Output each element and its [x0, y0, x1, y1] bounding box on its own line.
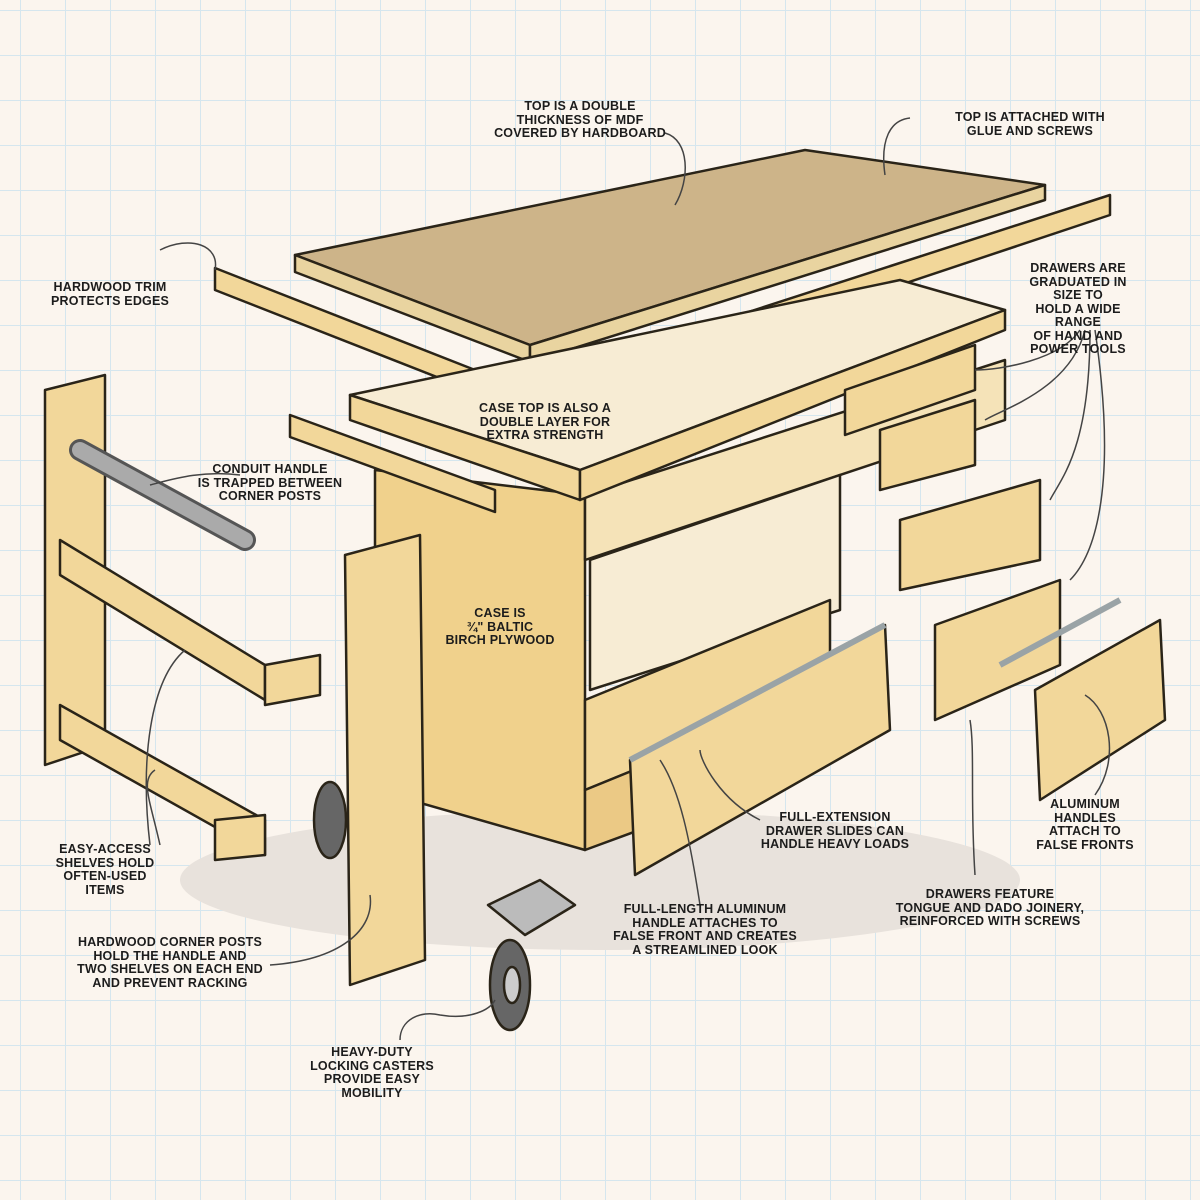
label-conduit: CONDUIT HANDLE IS TRAPPED BETWEEN CORNER… — [197, 462, 343, 503]
caster-back — [312, 780, 348, 860]
caster-front — [486, 878, 577, 1032]
label-top-double: TOP IS A DOUBLE THICKNESS OF MDF COVERED… — [494, 99, 666, 140]
label-aluminum-handles: ALUMINUM HANDLES ATTACH TO FALSE FRONTS — [1036, 797, 1134, 852]
label-full-extension: FULL-EXTENSION DRAWER SLIDES CAN HANDLE … — [760, 810, 910, 851]
label-case-top: CASE TOP IS ALSO A DOUBLE LAYER FOR EXTR… — [478, 401, 612, 442]
trim-left-case — [288, 413, 497, 514]
corner-post — [343, 533, 427, 987]
label-top-attached: TOP IS ATTACHED WITH GLUE AND SCREWS — [955, 110, 1105, 138]
label-case-is: CASE IS ¾" BALTIC BIRCH PLYWOOD — [445, 606, 555, 647]
label-casters: HEAVY-DUTY LOCKING CASTERS PROVIDE EASY … — [310, 1045, 434, 1100]
label-easy-access: EASY-ACCESS SHELVES HOLD OFTEN-USED ITEM… — [55, 842, 155, 897]
label-hardwood-trim: HARDWOOD TRIM PROTECTS EDGES — [50, 280, 170, 308]
leader-lines — [145, 117, 1111, 1041]
label-drawers-graduated: DRAWERS ARE GRADUATED IN SIZE TO HOLD A … — [1029, 261, 1127, 356]
case — [348, 278, 1007, 852]
end-frame — [43, 373, 322, 862]
label-corner-posts: HARDWOOD CORNER POSTS HOLD THE HANDLE AN… — [77, 935, 263, 990]
label-drawers-feature: DRAWERS FEATURE TONGUE AND DADO JOINERY,… — [895, 887, 1085, 928]
label-full-length: FULL-LENGTH ALUMINUM HANDLE ATTACHES TO … — [613, 902, 797, 957]
mdf-top — [293, 148, 1047, 364]
